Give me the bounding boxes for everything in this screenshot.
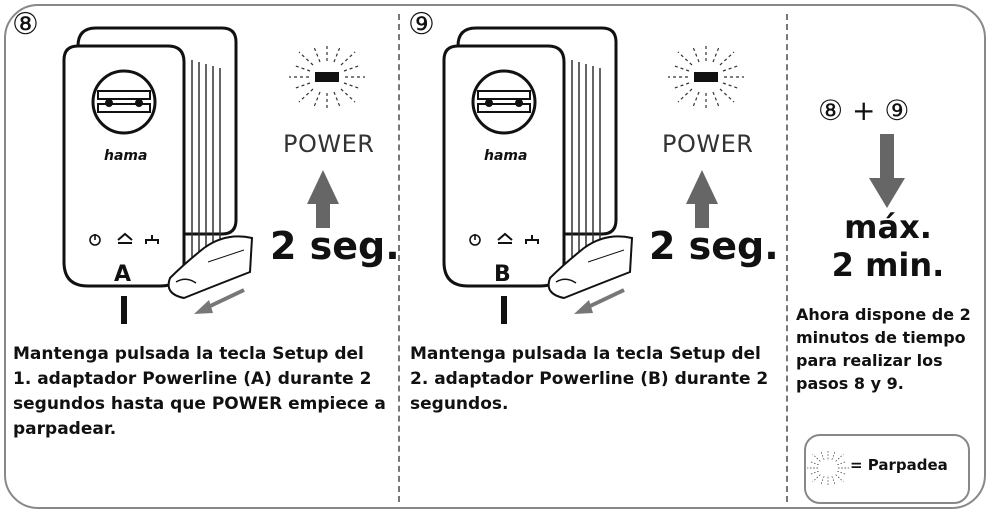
duration-label-8: 2 seg. bbox=[270, 224, 400, 268]
legend-label: = Parpadea bbox=[850, 456, 948, 474]
max-label: máx. bbox=[844, 208, 932, 246]
duration-label-9: 2 seg. bbox=[649, 224, 779, 268]
step-number-9: ⑨ bbox=[408, 7, 435, 42]
power-label-9: POWER bbox=[662, 130, 754, 158]
blink-led-icon-9 bbox=[667, 44, 745, 110]
brand-logo-b: hama bbox=[484, 148, 528, 164]
down-arrow-icon bbox=[869, 134, 905, 208]
powerline-adapter-b bbox=[442, 26, 634, 326]
blink-led-icon-8 bbox=[288, 44, 366, 110]
max-time: 2 min. bbox=[831, 246, 945, 284]
power-label-8: POWER bbox=[283, 130, 375, 158]
up-arrow-icon-9 bbox=[686, 170, 718, 228]
adapter-letter-a: A bbox=[114, 262, 132, 287]
step-9-description: Mantenga pulsada la tecla Setup del 2. a… bbox=[410, 344, 769, 414]
step-number-8: ⑧ bbox=[12, 7, 39, 42]
brand-logo-a: hama bbox=[104, 148, 148, 164]
powerline-adapter-a bbox=[62, 26, 254, 326]
divider-1 bbox=[398, 14, 400, 502]
time-note: Ahora dispone de 2 minutos de tiempo par… bbox=[796, 305, 971, 393]
divider-2 bbox=[786, 14, 788, 502]
adapter-letter-b: B bbox=[494, 262, 511, 287]
instruction-frame bbox=[4, 4, 986, 509]
combined-steps: ⑧ + ⑨ bbox=[818, 94, 910, 127]
step-8-description: Mantenga pulsada la tecla Setup del 1. a… bbox=[13, 344, 386, 439]
up-arrow-icon-8 bbox=[307, 170, 339, 228]
legend-box bbox=[804, 434, 970, 504]
